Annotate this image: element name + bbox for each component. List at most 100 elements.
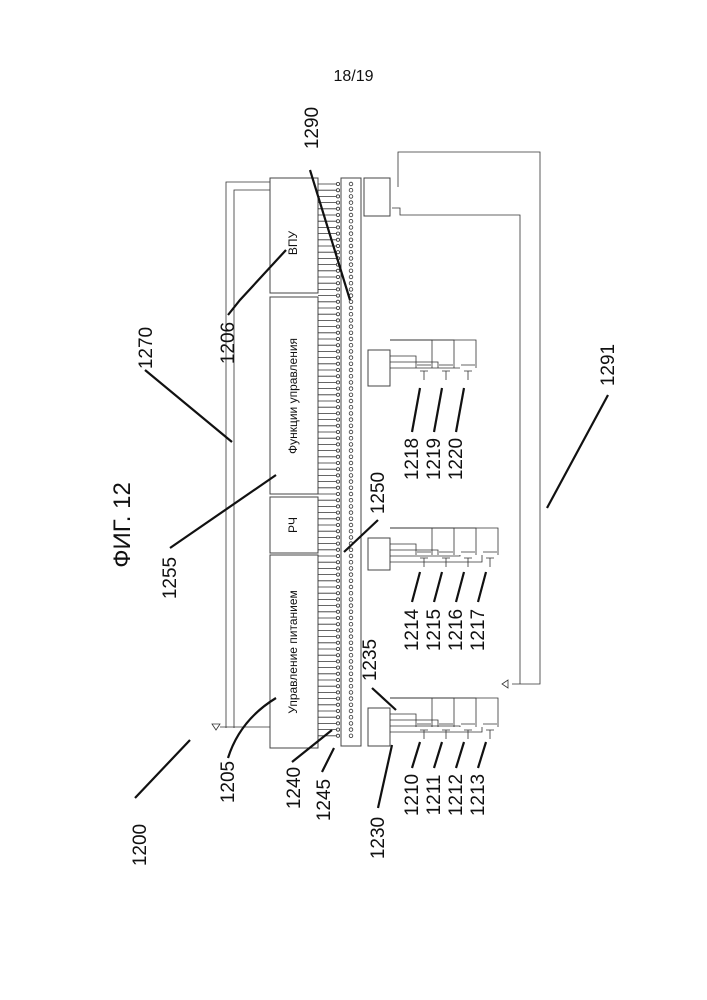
bus-line-1291 [398, 152, 540, 684]
leader-1210 [412, 742, 420, 768]
pin-terminal [336, 381, 339, 384]
leader-1216 [456, 572, 464, 602]
pin-terminal [336, 567, 339, 570]
ground-symbol-right [502, 680, 508, 688]
leader-1291 [547, 395, 608, 508]
pin-terminal [336, 213, 339, 216]
pin-terminal [336, 306, 339, 309]
pin-terminal [336, 313, 339, 316]
ref-1290: 1290 [302, 107, 323, 149]
pin-terminal [336, 238, 339, 241]
pin-terminal [336, 437, 339, 440]
battery-cell-icon [439, 552, 453, 567]
pin-terminal [336, 232, 339, 235]
ref-1211: 1211 [424, 775, 445, 816]
pin-terminal [336, 325, 339, 328]
pin-terminal [336, 610, 339, 613]
ref-1235: 1235 [360, 639, 381, 681]
ref-1213: 1213 [468, 774, 489, 816]
cell-wire [390, 698, 432, 727]
pin-terminal [336, 220, 339, 223]
battery-cell-icon [461, 724, 475, 739]
pin-terminal [336, 616, 339, 619]
battery-cell-icon [417, 552, 431, 567]
ref-1200: 1200 [130, 824, 151, 866]
ref-1215: 1215 [424, 609, 445, 651]
pin-terminal [336, 697, 339, 700]
leader-1219 [434, 388, 442, 432]
pin-terminal [336, 629, 339, 632]
pin-terminal [336, 635, 339, 638]
cell-wire [390, 340, 476, 368]
ref-1206: 1206 [218, 322, 239, 364]
pin-terminal [336, 350, 339, 353]
pin-terminal [336, 703, 339, 706]
pin-terminal [336, 356, 339, 359]
pin-terminal [336, 654, 339, 657]
cell-wire [390, 528, 432, 555]
cell-wire [390, 340, 454, 368]
pin-terminal [336, 300, 339, 303]
pin-terminal [336, 517, 339, 520]
pin-terminal [336, 294, 339, 297]
pin-terminal [336, 511, 339, 514]
pin-terminal [336, 195, 339, 198]
pin-terminal [336, 492, 339, 495]
pin-terminal [336, 288, 339, 291]
pin-terminal [336, 189, 339, 192]
pin-terminal [336, 536, 339, 539]
bus-line-1270 [226, 182, 272, 728]
pin-terminal [336, 666, 339, 669]
ref-1250: 1250 [368, 472, 389, 514]
pin-terminal [336, 244, 339, 247]
pin-terminal [336, 461, 339, 464]
pin-terminal [336, 418, 339, 421]
ref-1219: 1219 [424, 438, 445, 480]
pin-terminal [336, 641, 339, 644]
ref-1270: 1270 [136, 327, 157, 369]
pin-terminal [336, 523, 339, 526]
connector-strip [341, 178, 361, 746]
battery-cell-icon [461, 552, 475, 567]
ref-1220: 1220 [446, 438, 467, 480]
ref-1240: 1240 [284, 767, 305, 809]
leader-1212 [456, 742, 464, 768]
leader-1270 [145, 370, 232, 442]
label-control-functions: Функции управления [286, 338, 300, 454]
pin-terminal [336, 592, 339, 595]
battery-cell-icon [417, 365, 431, 380]
pin-terminal [336, 207, 339, 210]
leader-1214 [412, 572, 420, 602]
cell-wire [390, 698, 498, 732]
pin-terminal [336, 424, 339, 427]
cell-wire [390, 698, 454, 727]
battery-cell-icon [461, 365, 475, 380]
leader-1218 [412, 388, 420, 432]
pin-terminal [336, 443, 339, 446]
pin-terminal [336, 672, 339, 675]
pin-terminal [336, 337, 339, 340]
pin-terminal [336, 604, 339, 607]
pin-terminal [336, 647, 339, 650]
pin-terminal [336, 362, 339, 365]
leader-1213 [478, 742, 486, 768]
label-power-management: Управление питанием [286, 590, 300, 714]
pin-terminal [336, 387, 339, 390]
pin-terminal [336, 269, 339, 272]
pin-terminal [336, 251, 339, 254]
cell-wire [390, 528, 498, 562]
connector-1214-group [368, 538, 390, 570]
pin-terminal [336, 182, 339, 185]
pin-terminal [336, 430, 339, 433]
pin-terminal [336, 474, 339, 477]
pin-terminal [336, 548, 339, 551]
pin-terminal [336, 406, 339, 409]
cell-wire [390, 528, 454, 555]
connector-1210-group [368, 708, 390, 746]
ref-1255: 1255 [160, 557, 181, 599]
pin-terminal [336, 331, 339, 334]
pin-terminal [336, 598, 339, 601]
pin-terminal [336, 734, 339, 737]
pin-terminal [336, 542, 339, 545]
pin-terminal [336, 728, 339, 731]
